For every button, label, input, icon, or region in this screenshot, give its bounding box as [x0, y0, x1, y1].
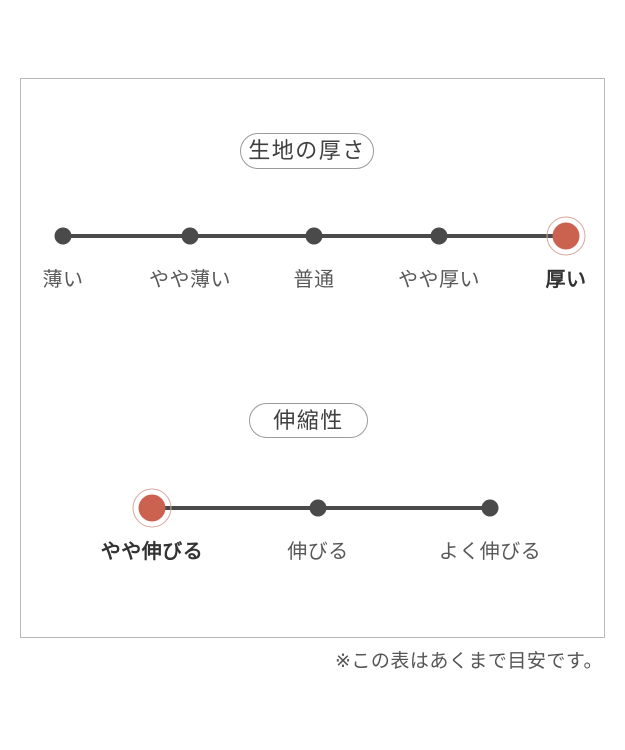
stretch-selected-dot-ring: [132, 488, 172, 528]
thickness-dot-4[interactable]: [430, 227, 448, 245]
thickness-selected-dot-ring: [546, 216, 586, 256]
thickness-dot-3[interactable]: [305, 227, 323, 245]
thickness-label-1: 薄い: [42, 269, 84, 291]
stretch-scale: やや伸びる 伸びる よく伸びる: [0, 482, 625, 592]
thickness-scale: 薄い やや薄い 普通 やや厚い 厚い: [0, 210, 625, 320]
thickness-dot-5-selected[interactable]: [552, 222, 580, 250]
stretch-label-3: よく伸びる: [438, 541, 542, 563]
stretch-dot-3[interactable]: [481, 499, 499, 517]
thickness-dot-1[interactable]: [54, 227, 72, 245]
thickness-dot-2[interactable]: [181, 227, 199, 245]
thickness-label-5-selected: 厚い: [545, 269, 587, 291]
section-heading-thickness: 生地の厚さ: [240, 133, 374, 169]
thickness-label-3: 普通: [293, 269, 335, 291]
thickness-label-2: やや薄い: [149, 269, 231, 291]
stretch-dot-1-selected[interactable]: [138, 494, 166, 522]
footnote-text: ※この表はあくまで目安です。: [334, 651, 603, 672]
section-heading-stretch: 伸縮性: [249, 403, 368, 438]
spec-table-frame: [20, 78, 605, 638]
thickness-label-4: やや厚い: [398, 269, 480, 291]
stretch-label-2: 伸びる: [287, 541, 349, 563]
stretch-dot-2[interactable]: [309, 499, 327, 517]
stretch-label-1-selected: やや伸びる: [100, 541, 204, 563]
